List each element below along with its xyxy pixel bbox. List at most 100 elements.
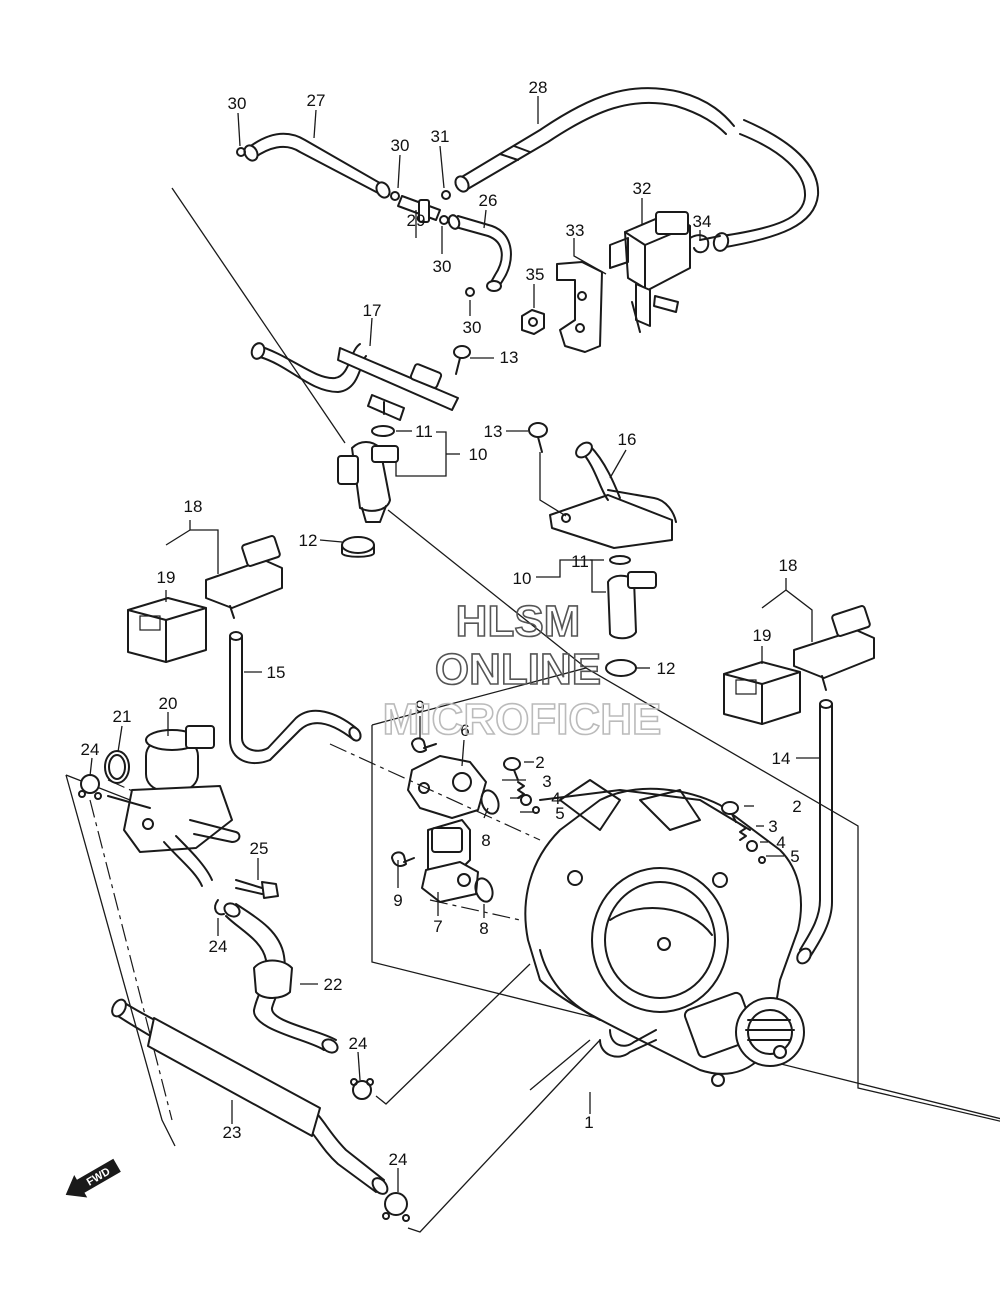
callout-11: 11	[415, 422, 433, 441]
callout-30: 30	[433, 257, 452, 276]
callout-32: 32	[633, 179, 652, 198]
callout-25: 25	[250, 839, 269, 858]
seal-12-left	[341, 536, 375, 558]
callout-15: 15	[267, 663, 286, 682]
fuel-rail-17	[250, 342, 459, 421]
callout-5: 5	[790, 847, 799, 866]
callout-6: 6	[460, 721, 469, 740]
clamp-24-d	[382, 1192, 410, 1222]
callout-8: 8	[479, 919, 488, 938]
hose-14	[796, 699, 833, 965]
fwd-arrow-icon	[65, 1158, 121, 1198]
callout-3: 3	[542, 772, 551, 791]
injector-10-left	[337, 425, 399, 523]
screw-set-2345-a	[503, 757, 540, 814]
callout-3: 3	[768, 817, 777, 836]
bolt-25	[235, 879, 279, 899]
injector-10-right	[607, 555, 657, 640]
callout-19: 19	[753, 626, 772, 645]
sensor-cover-19-left	[127, 597, 207, 663]
callout-30: 30	[391, 136, 410, 155]
map-sensor-18-left	[205, 535, 283, 619]
hose-15	[229, 631, 362, 765]
callout-7: 7	[433, 917, 442, 936]
fwd-label: FWD	[85, 1166, 113, 1189]
callout-17: 17	[363, 301, 382, 320]
hose-27	[243, 132, 391, 199]
assembly-centerlines	[89, 743, 541, 1121]
callout-12: 12	[657, 659, 676, 678]
watermark-line-1: HLSM	[456, 597, 581, 646]
watermark: HLSM ONLINE MICROFICHE	[382, 596, 662, 745]
fwd-arrow: FWD	[65, 1158, 121, 1198]
callout-1: 1	[584, 1113, 593, 1132]
clamp-24-c	[350, 1078, 374, 1100]
clamp-24-a	[78, 774, 102, 800]
callout-24: 24	[81, 740, 100, 759]
callout-29: 29	[407, 211, 426, 230]
o-ring-8-a	[480, 789, 500, 815]
callout-35: 35	[526, 265, 545, 284]
leader-lines	[89, 96, 820, 1233]
clip-34	[689, 234, 710, 254]
o-ring-21	[104, 750, 130, 784]
hose-22	[223, 902, 339, 1054]
callout-labels: 1 2 2 3 3 4 4 5 5 6 7 8 8 9 9 10 10 11 1…	[81, 78, 802, 1169]
callout-5: 5	[555, 804, 564, 823]
callout-9: 9	[393, 891, 402, 910]
callout-13: 13	[500, 348, 519, 367]
callout-18: 18	[779, 556, 798, 575]
callout-28: 28	[529, 78, 548, 97]
callout-24: 24	[349, 1034, 368, 1053]
screw-set-2345-b	[721, 801, 766, 864]
callout-13: 13	[484, 422, 503, 441]
callout-23: 23	[223, 1123, 242, 1142]
callout-31: 31	[431, 127, 450, 146]
clamp-30-a	[236, 147, 246, 157]
bolt-9-b	[391, 851, 415, 867]
callout-9: 9	[415, 697, 424, 716]
callout-27: 27	[307, 91, 326, 110]
throttle-body-1	[524, 779, 805, 1087]
callout-8: 8	[481, 831, 490, 850]
callout-2: 2	[535, 753, 544, 772]
callout-10: 10	[469, 445, 488, 464]
hose-28	[454, 87, 820, 252]
hose-26	[447, 214, 512, 292]
callout-11: 11	[571, 552, 589, 571]
callout-30: 30	[463, 318, 482, 337]
hose-23	[111, 998, 389, 1195]
watermark-line-2: ONLINE	[435, 645, 601, 694]
screw-13-b	[528, 422, 548, 453]
seal-12-right	[605, 659, 637, 677]
callout-24: 24	[209, 937, 228, 956]
callout-20: 20	[159, 694, 178, 713]
callout-10: 10	[513, 569, 532, 588]
callout-2: 2	[792, 797, 801, 816]
callout-18: 18	[184, 497, 203, 516]
map-sensor-18-right	[793, 605, 875, 691]
callout-16: 16	[618, 430, 637, 449]
clamp-24-b	[214, 899, 225, 916]
delivery-pipe-16	[549, 441, 677, 549]
valve-20	[107, 725, 241, 887]
sensor-7	[421, 819, 479, 903]
callout-24: 24	[389, 1150, 408, 1169]
nut-35	[521, 309, 545, 335]
clamp-30-b	[465, 287, 475, 297]
callout-30: 30	[228, 94, 247, 113]
sensor-cover-19-right	[723, 661, 801, 725]
screw-13-a	[453, 345, 471, 375]
watermark-line-3: MICROFICHE	[383, 695, 662, 744]
bolt-9-a	[411, 737, 437, 753]
callout-22: 22	[324, 975, 343, 994]
callout-26: 26	[479, 191, 498, 210]
o-ring-8-b	[474, 877, 494, 903]
callout-14: 14	[772, 749, 791, 768]
callout-4: 4	[551, 789, 560, 808]
callout-19: 19	[157, 568, 176, 587]
callout-21: 21	[113, 707, 132, 726]
callout-4: 4	[776, 833, 785, 852]
solenoid-valve-32	[609, 211, 691, 333]
